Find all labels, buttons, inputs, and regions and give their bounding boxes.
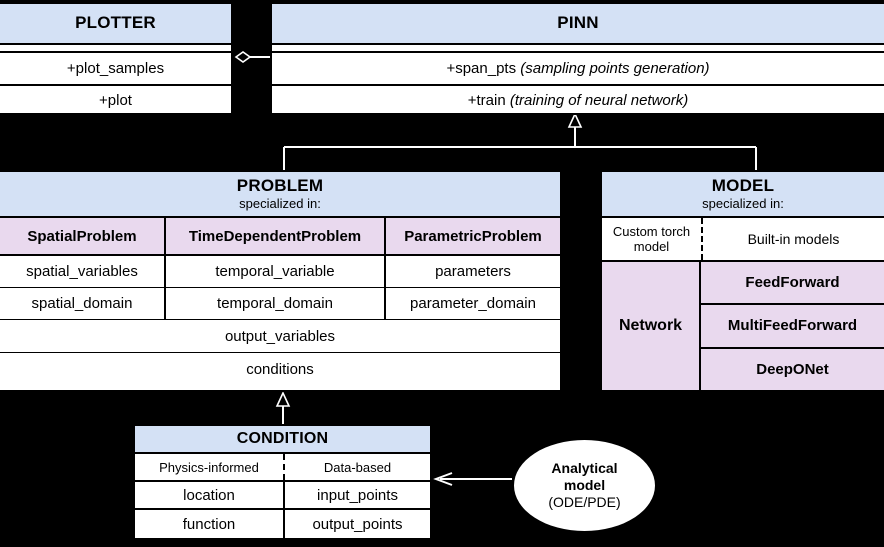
connector-condition-to-problem	[275, 391, 291, 424]
problem-attribute-row: spatial_variables temporal_variable para…	[0, 256, 560, 288]
class-box-model[interactable]: MODEL specialized in: Custom torch model…	[600, 170, 884, 392]
condition-header: CONDITION	[135, 426, 430, 454]
plotter-method-label: +plot	[99, 92, 132, 109]
model-builtin-deeponet[interactable]: DeepONet	[701, 346, 884, 390]
pinn-method-note: (training of neural network)	[509, 92, 689, 109]
problem-subtitle: specialized in:	[239, 196, 321, 211]
pinn-method-name: +train	[467, 92, 506, 109]
connector-problem-model-to-pinn	[283, 112, 757, 171]
pinn-method-row[interactable]: +train (training of neural network)	[272, 84, 884, 115]
plotter-method-label: +plot_samples	[66, 60, 165, 77]
problem-subclass-parametric[interactable]: ParametricProblem	[384, 218, 560, 256]
pinn-method-name: +span_pts	[446, 60, 517, 77]
problem-subclass-header-row: SpatialProblem TimeDependentProblem Para…	[0, 218, 560, 256]
analytical-model-node[interactable]: Analytical model (ODE/PDE)	[512, 438, 657, 533]
analytical-model-line1: Analytical	[551, 460, 618, 476]
problem-attribute: parameters	[384, 256, 560, 288]
plotter-empty-compartment	[0, 45, 231, 53]
class-box-plotter[interactable]: PLOTTER +plot_samples +plot	[0, 2, 233, 115]
model-builtin-list: FeedForward MultiFeedForward DeepONet	[701, 262, 884, 390]
problem-header: PROBLEM specialized in:	[0, 172, 560, 218]
model-builtin-feedforward[interactable]: FeedForward	[701, 262, 884, 304]
plotter-method-row[interactable]: +plot_samples	[0, 53, 231, 84]
analytical-model-line2: model	[563, 477, 606, 493]
model-title: MODEL	[711, 176, 775, 195]
connector-analytical-to-condition	[433, 472, 512, 486]
problem-shared-attribute: output_variables	[0, 320, 560, 353]
condition-attribute-row: location input_points	[135, 482, 430, 510]
pinn-empty-compartment	[272, 45, 884, 53]
problem-attribute: temporal_domain	[164, 288, 384, 320]
model-subtitle: specialized in:	[702, 196, 784, 211]
plotter-title: PLOTTER	[75, 13, 156, 32]
problem-attribute: spatial_variables	[0, 256, 164, 288]
problem-subclass-spatial[interactable]: SpatialProblem	[0, 218, 164, 256]
problem-attribute: spatial_domain	[0, 288, 164, 320]
model-network-cell[interactable]: Network	[602, 262, 701, 390]
problem-attribute-row: spatial_domain temporal_domain parameter…	[0, 288, 560, 320]
condition-category-row: Physics-informed Data-based	[135, 454, 430, 482]
model-header: MODEL specialized in:	[602, 172, 884, 218]
pinn-method-note: (sampling points generation)	[520, 60, 710, 77]
plotter-header: PLOTTER	[0, 4, 231, 45]
class-box-problem[interactable]: PROBLEM specialized in: SpatialProblem T…	[0, 170, 562, 392]
class-box-pinn[interactable]: PINN +span_pts (sampling points generati…	[270, 2, 884, 115]
problem-shared-attribute: conditions	[246, 361, 314, 378]
analytical-model-line3: (ODE/PDE)	[548, 494, 621, 510]
class-box-condition[interactable]: CONDITION Physics-informed Data-based lo…	[133, 424, 432, 540]
problem-subclass-timedependent[interactable]: TimeDependentProblem	[164, 218, 384, 256]
model-custom-torch-label: Custom torch model	[612, 224, 691, 254]
condition-data-based-label: Data-based	[283, 454, 430, 480]
model-builtin-label: Built-in models	[701, 218, 884, 260]
problem-attribute: temporal_variable	[164, 256, 384, 288]
pinn-title: PINN	[557, 13, 599, 32]
pinn-header: PINN	[272, 4, 884, 45]
condition-attribute-row: function output_points	[135, 510, 430, 538]
connector-plotter-to-pinn	[234, 51, 270, 63]
model-builtin-multifeedforward[interactable]: MultiFeedForward	[701, 303, 884, 347]
problem-title: PROBLEM	[236, 176, 324, 195]
model-body: Network FeedForward MultiFeedForward Dee…	[602, 262, 884, 390]
condition-attribute: output_points	[283, 510, 430, 538]
condition-title: CONDITION	[236, 429, 329, 447]
problem-attribute: parameter_domain	[384, 288, 560, 320]
condition-attribute: function	[182, 515, 236, 533]
condition-physics-informed-label: Physics-informed	[159, 459, 259, 475]
model-category-row: Custom torch model Built-in models	[602, 218, 884, 262]
pinn-method-row[interactable]: +span_pts (sampling points generation)	[272, 53, 884, 84]
condition-attribute: input_points	[283, 482, 430, 508]
condition-attribute: location	[183, 486, 235, 504]
plotter-method-row[interactable]: +plot	[0, 84, 231, 115]
